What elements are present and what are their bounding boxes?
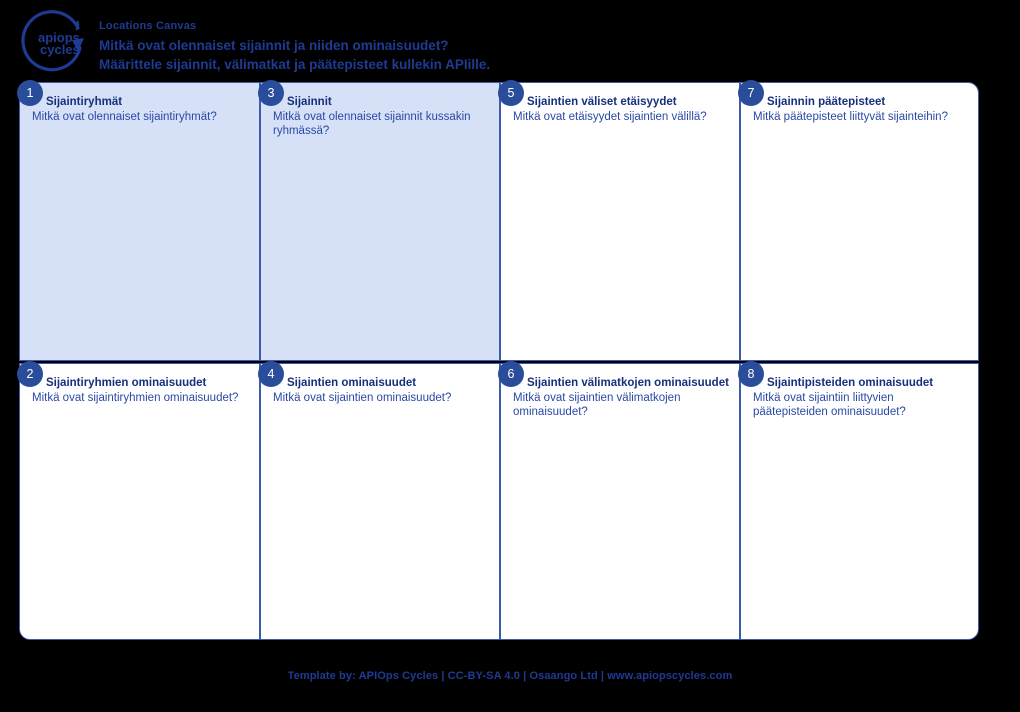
card-5-question: Mitkä ovat etäisyydet sijaintien välillä… <box>513 111 707 123</box>
header-text-block: Locations Canvas Mitkä ovat olennaiset s… <box>99 19 979 74</box>
card-8-title: Sijaintipisteiden ominaisuudet <box>767 377 934 389</box>
card-8-body: Sijaintipisteiden ominaisuudet Mitkä ova… <box>753 376 970 419</box>
canvas-footer: Template by: APIOps Cycles | CC-BY-SA 4.… <box>287 670 733 682</box>
canvas-header: apiops cycles Locations Canvas Mitkä ova… <box>0 0 1020 80</box>
card-6-number-badge: 6 <box>498 361 524 387</box>
card-4-title: Sijaintien ominaisuudet <box>287 377 417 389</box>
card-7-number-badge: 7 <box>738 80 764 106</box>
card-4-number-badge: 4 <box>258 361 284 387</box>
card-1-body: Sijaintiryhmät Mitkä ovat olennaiset sij… <box>32 95 251 124</box>
card-6-body: Sijaintien välimatkojen ominaisuudet Mit… <box>513 376 731 419</box>
card-5-number-badge: 5 <box>498 80 524 106</box>
card-8-question: Mitkä ovat sijaintiin liittyvien päätepi… <box>753 392 906 418</box>
canvas-card-8[interactable]: Sijaintipisteiden ominaisuudet Mitkä ova… <box>740 363 979 640</box>
svg-text:apiops: apiops <box>38 30 80 45</box>
card-2-question: Mitkä ovat sijaintiryhmien ominaisuudet? <box>32 392 239 404</box>
canvas-card-3[interactable]: Sijainnit Mitkä ovat olennaiset sijainni… <box>260 82 500 361</box>
card-6-question: Mitkä ovat sijaintien välimatkojen omina… <box>513 392 681 418</box>
card-1-title: Sijaintiryhmät <box>46 96 123 108</box>
card-3-title: Sijainnit <box>287 96 332 108</box>
canvas-card-4[interactable]: Sijaintien ominaisuudet Mitkä ovat sijai… <box>260 363 500 640</box>
card-2-title: Sijaintiryhmien ominaisuudet <box>46 377 207 389</box>
svg-text:cycles: cycles <box>40 42 80 57</box>
card-7-question: Mitkä päätepisteet liittyvät sijainteihi… <box>753 111 948 123</box>
card-7-body: Sijainnin päätepisteet Mitkä päätepistee… <box>753 95 970 124</box>
card-3-number-badge: 3 <box>258 80 284 106</box>
card-1-question: Mitkä ovat olennaiset sijaintiryhmät? <box>32 111 217 123</box>
card-4-body: Sijaintien ominaisuudet Mitkä ovat sijai… <box>273 376 491 405</box>
canvas-card-5[interactable]: Sijaintien väliset etäisyydet Mitkä ovat… <box>500 82 740 361</box>
canvas-subtitle: Määrittele sijainnit, välimatkat ja päät… <box>99 57 491 72</box>
card-1-number-badge: 1 <box>17 80 43 106</box>
card-5-body: Sijaintien väliset etäisyydet Mitkä ovat… <box>513 95 731 124</box>
card-3-question: Mitkä ovat olennaiset sijainnit kussakin… <box>273 111 471 137</box>
card-3-body: Sijainnit Mitkä ovat olennaiset sijainni… <box>273 95 491 138</box>
canvas-card-7[interactable]: Sijainnin päätepisteet Mitkä päätepistee… <box>740 82 979 361</box>
card-5-title: Sijaintien väliset etäisyydet <box>527 96 677 108</box>
card-2-number-badge: 2 <box>17 361 43 387</box>
canvas-eyebrow: Locations Canvas <box>99 20 197 32</box>
canvas-question: Mitkä ovat olennaiset sijainnit ja niide… <box>99 38 449 53</box>
locations-canvas-grid: Sijaintiryhmät Mitkä ovat olennaiset sij… <box>17 80 979 640</box>
canvas-card-1[interactable]: Sijaintiryhmät Mitkä ovat olennaiset sij… <box>19 82 260 361</box>
card-4-question: Mitkä ovat sijaintien ominaisuudet? <box>273 392 452 404</box>
canvas-card-6[interactable]: Sijaintien välimatkojen ominaisuudet Mit… <box>500 363 740 640</box>
card-6-title: Sijaintien välimatkojen ominaisuudet <box>527 377 729 389</box>
canvas-card-2[interactable]: Sijaintiryhmien ominaisuudet Mitkä ovat … <box>19 363 260 640</box>
card-8-number-badge: 8 <box>738 361 764 387</box>
apiops-cycles-logo: apiops cycles <box>14 8 96 72</box>
card-2-body: Sijaintiryhmien ominaisuudet Mitkä ovat … <box>32 376 251 405</box>
card-7-title: Sijainnin päätepisteet <box>767 96 886 108</box>
